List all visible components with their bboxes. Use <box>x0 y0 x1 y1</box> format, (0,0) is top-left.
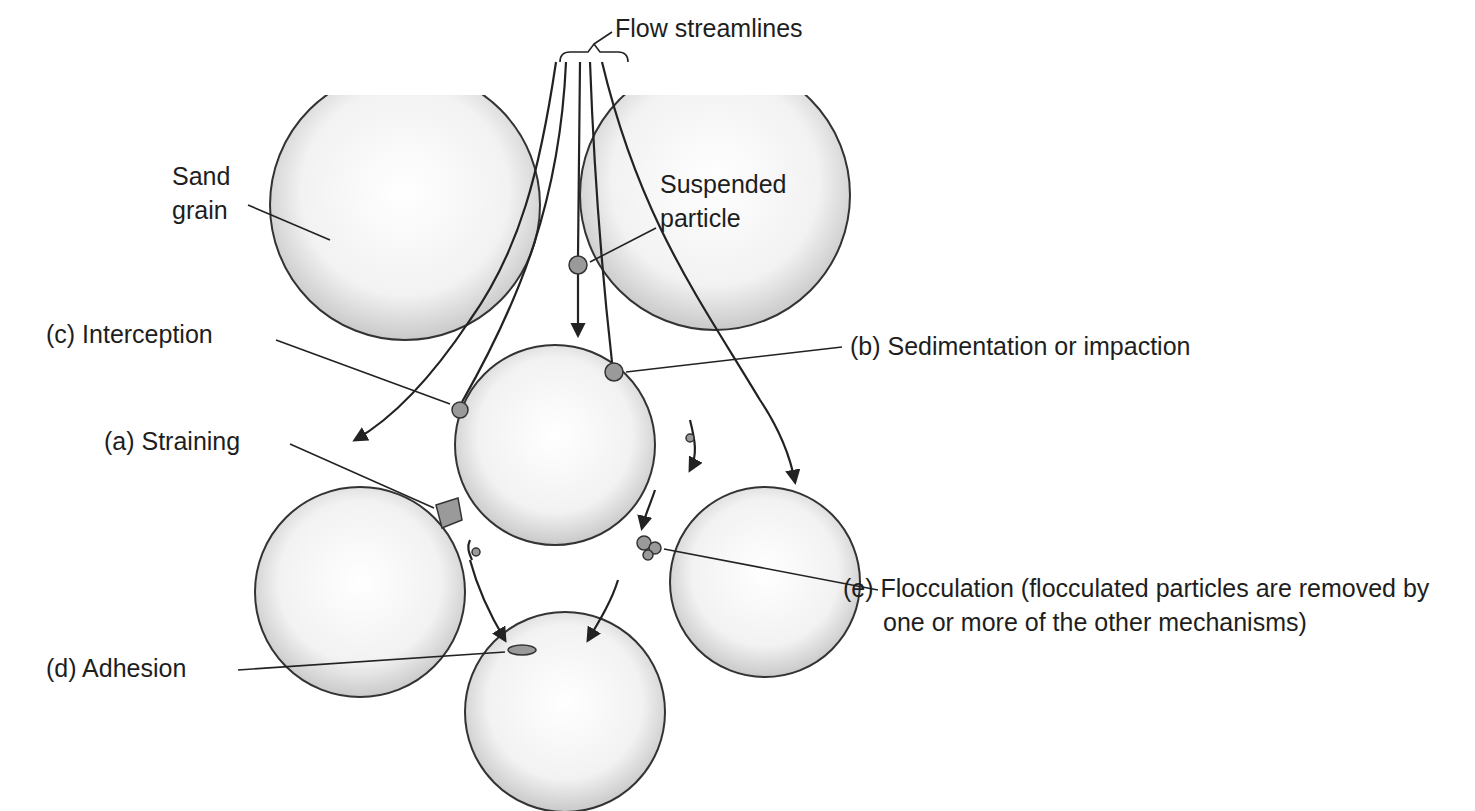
mechanism-label: (e) Flocculation (flocculated particles … <box>843 572 1468 640</box>
mechanism-label: (c) Interception <box>46 318 213 352</box>
part-label: Sand grain <box>172 160 262 228</box>
mechanism-label: (d) Adhesion <box>46 652 186 686</box>
particles <box>436 256 694 655</box>
part-label: Suspended particle <box>660 168 830 236</box>
streamlines <box>355 62 795 640</box>
sand-grains <box>255 60 860 811</box>
diagram-title-label: Flow streamlines <box>615 12 803 46</box>
leader-lines <box>238 32 878 670</box>
mechanism-label: (a) Straining <box>104 425 240 459</box>
mechanism-label: (b) Sedimentation or impaction <box>850 330 1190 364</box>
